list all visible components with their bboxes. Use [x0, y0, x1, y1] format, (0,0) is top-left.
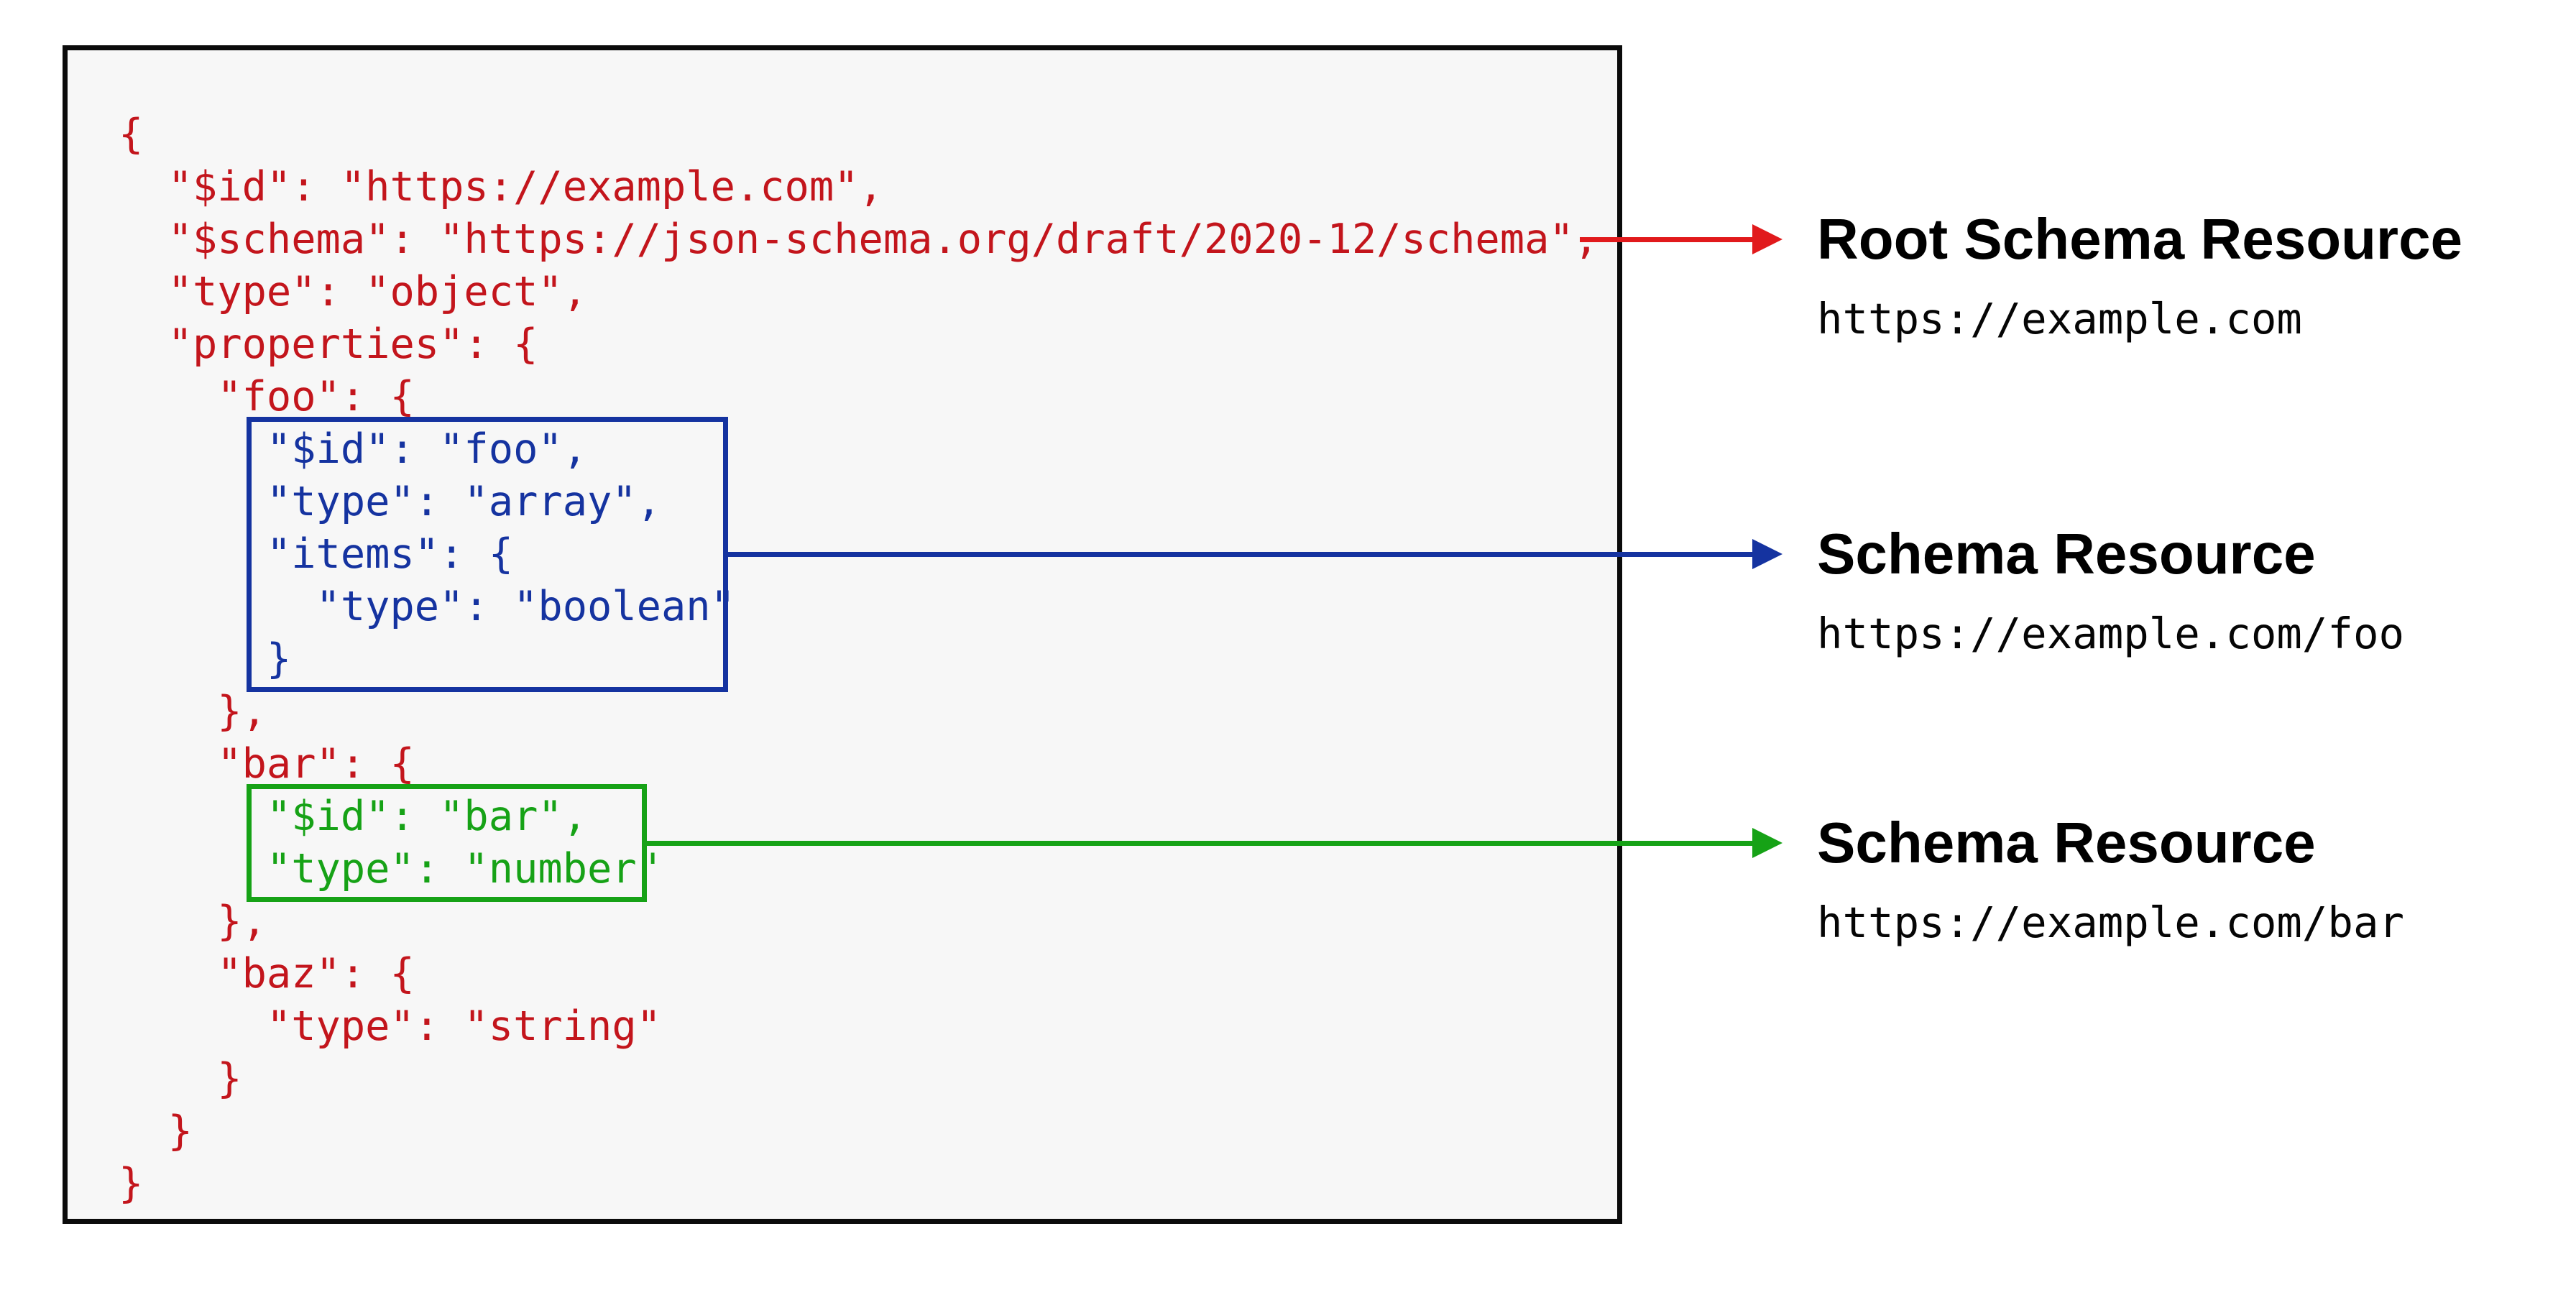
- code-line: "type": "object",: [119, 268, 588, 315]
- code-line: "properties": {: [119, 321, 538, 368]
- code-line: }: [119, 1107, 193, 1155]
- schema-code-box: [63, 45, 1622, 1224]
- arrow-line: [728, 552, 1752, 557]
- annotation-url: https://example.com/bar: [1817, 898, 2404, 947]
- code-line: }: [119, 1055, 242, 1102]
- code-line: "type": "string": [119, 1003, 661, 1050]
- code-line: "type": "number": [119, 845, 661, 893]
- code-line: "type": "boolean": [119, 583, 735, 630]
- bar-schema-highlight-box: [247, 784, 647, 902]
- code-line: "bar": {: [119, 740, 415, 788]
- annotation-url: https://example.com/foo: [1817, 609, 2404, 658]
- code-line: },: [119, 688, 267, 735]
- code-line: "items": {: [119, 530, 514, 578]
- annotation-title: Schema Resource: [1817, 811, 2316, 875]
- arrow-line: [1580, 237, 1752, 242]
- arrow-line: [647, 841, 1752, 846]
- code-line: "$schema": "https://json-schema.org/draf…: [119, 216, 1599, 263]
- code-line: "type": "array",: [119, 478, 661, 525]
- foo-schema-highlight-box: [247, 417, 728, 692]
- arrow-head-icon: [1752, 539, 1782, 569]
- annotation-title: Schema Resource: [1817, 522, 2316, 586]
- code-line: "$id": "foo",: [119, 425, 588, 473]
- annotation-title: Root Schema Resource: [1817, 207, 2463, 271]
- code-line: }: [119, 635, 292, 683]
- code-line: }: [119, 1160, 144, 1207]
- annotation-url: https://example.com: [1817, 294, 2302, 344]
- code-line: },: [119, 898, 267, 945]
- schema-code: { "$id": "https://example.com", "$schema…: [119, 109, 1598, 1210]
- code-line: {: [119, 111, 144, 158]
- arrow-head-icon: [1752, 828, 1782, 858]
- arrow-head-icon: [1752, 224, 1782, 254]
- code-line: "baz": {: [119, 950, 415, 997]
- code-line: "$id": "bar",: [119, 793, 588, 840]
- code-line: "foo": {: [119, 373, 415, 420]
- code-line: "$id": "https://example.com",: [119, 163, 883, 211]
